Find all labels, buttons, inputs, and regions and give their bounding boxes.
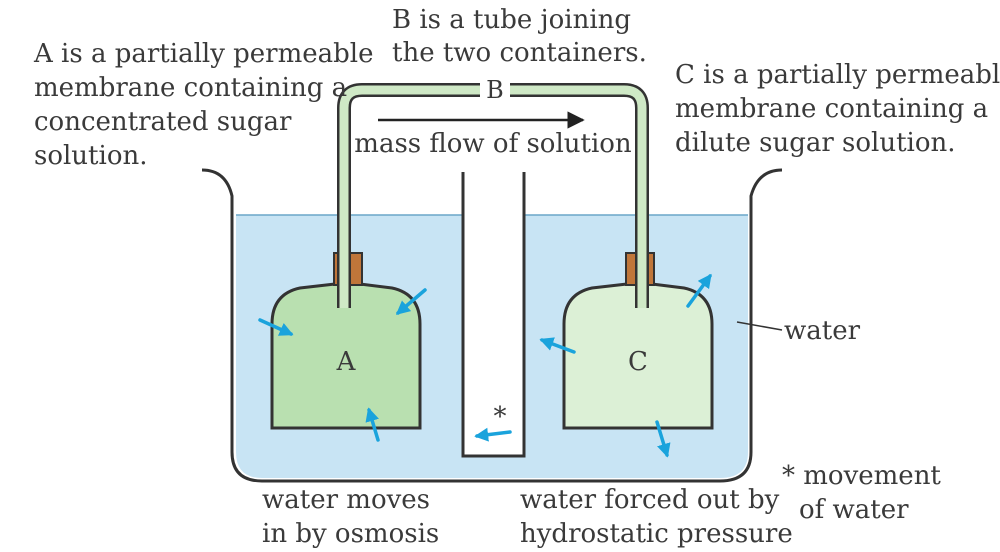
movement-key: * movement of water bbox=[782, 461, 949, 525]
bag-c bbox=[562, 282, 714, 430]
water-movement-arrows bbox=[258, 273, 712, 458]
b-description: B is a tube joining the two containers. bbox=[392, 5, 647, 68]
water-pointer bbox=[736, 321, 783, 331]
beaker bbox=[201, 168, 783, 483]
mass-flow-label: mass flow of solution bbox=[354, 129, 632, 159]
arrow-tube-bottom bbox=[474, 427, 512, 442]
osmosis-label: water moves in by osmosis bbox=[262, 485, 439, 549]
tube-b-label: B bbox=[486, 76, 504, 104]
arrow-into-a-right bbox=[395, 288, 427, 315]
water-label: water bbox=[784, 316, 861, 346]
arrow-out-c-top bbox=[686, 273, 712, 308]
arrow-into-a-left bbox=[258, 318, 294, 336]
arrow-out-c-left bbox=[539, 337, 576, 354]
c-description: C is a partially permeable membrane cont… bbox=[675, 60, 1000, 158]
a-description: A is a partially permeable membrane cont… bbox=[33, 39, 382, 171]
bag-a bbox=[270, 282, 422, 430]
bag-c-letter: C bbox=[628, 347, 648, 377]
arrow-out-c-bottom bbox=[655, 420, 671, 458]
bag-a-letter: A bbox=[336, 347, 357, 377]
arrow-into-a-bottom bbox=[365, 407, 380, 442]
central-tube bbox=[463, 172, 524, 456]
star-mark: * bbox=[494, 402, 507, 432]
hydrostatic-label: water forced out by hydrostatic pressure bbox=[520, 485, 793, 549]
